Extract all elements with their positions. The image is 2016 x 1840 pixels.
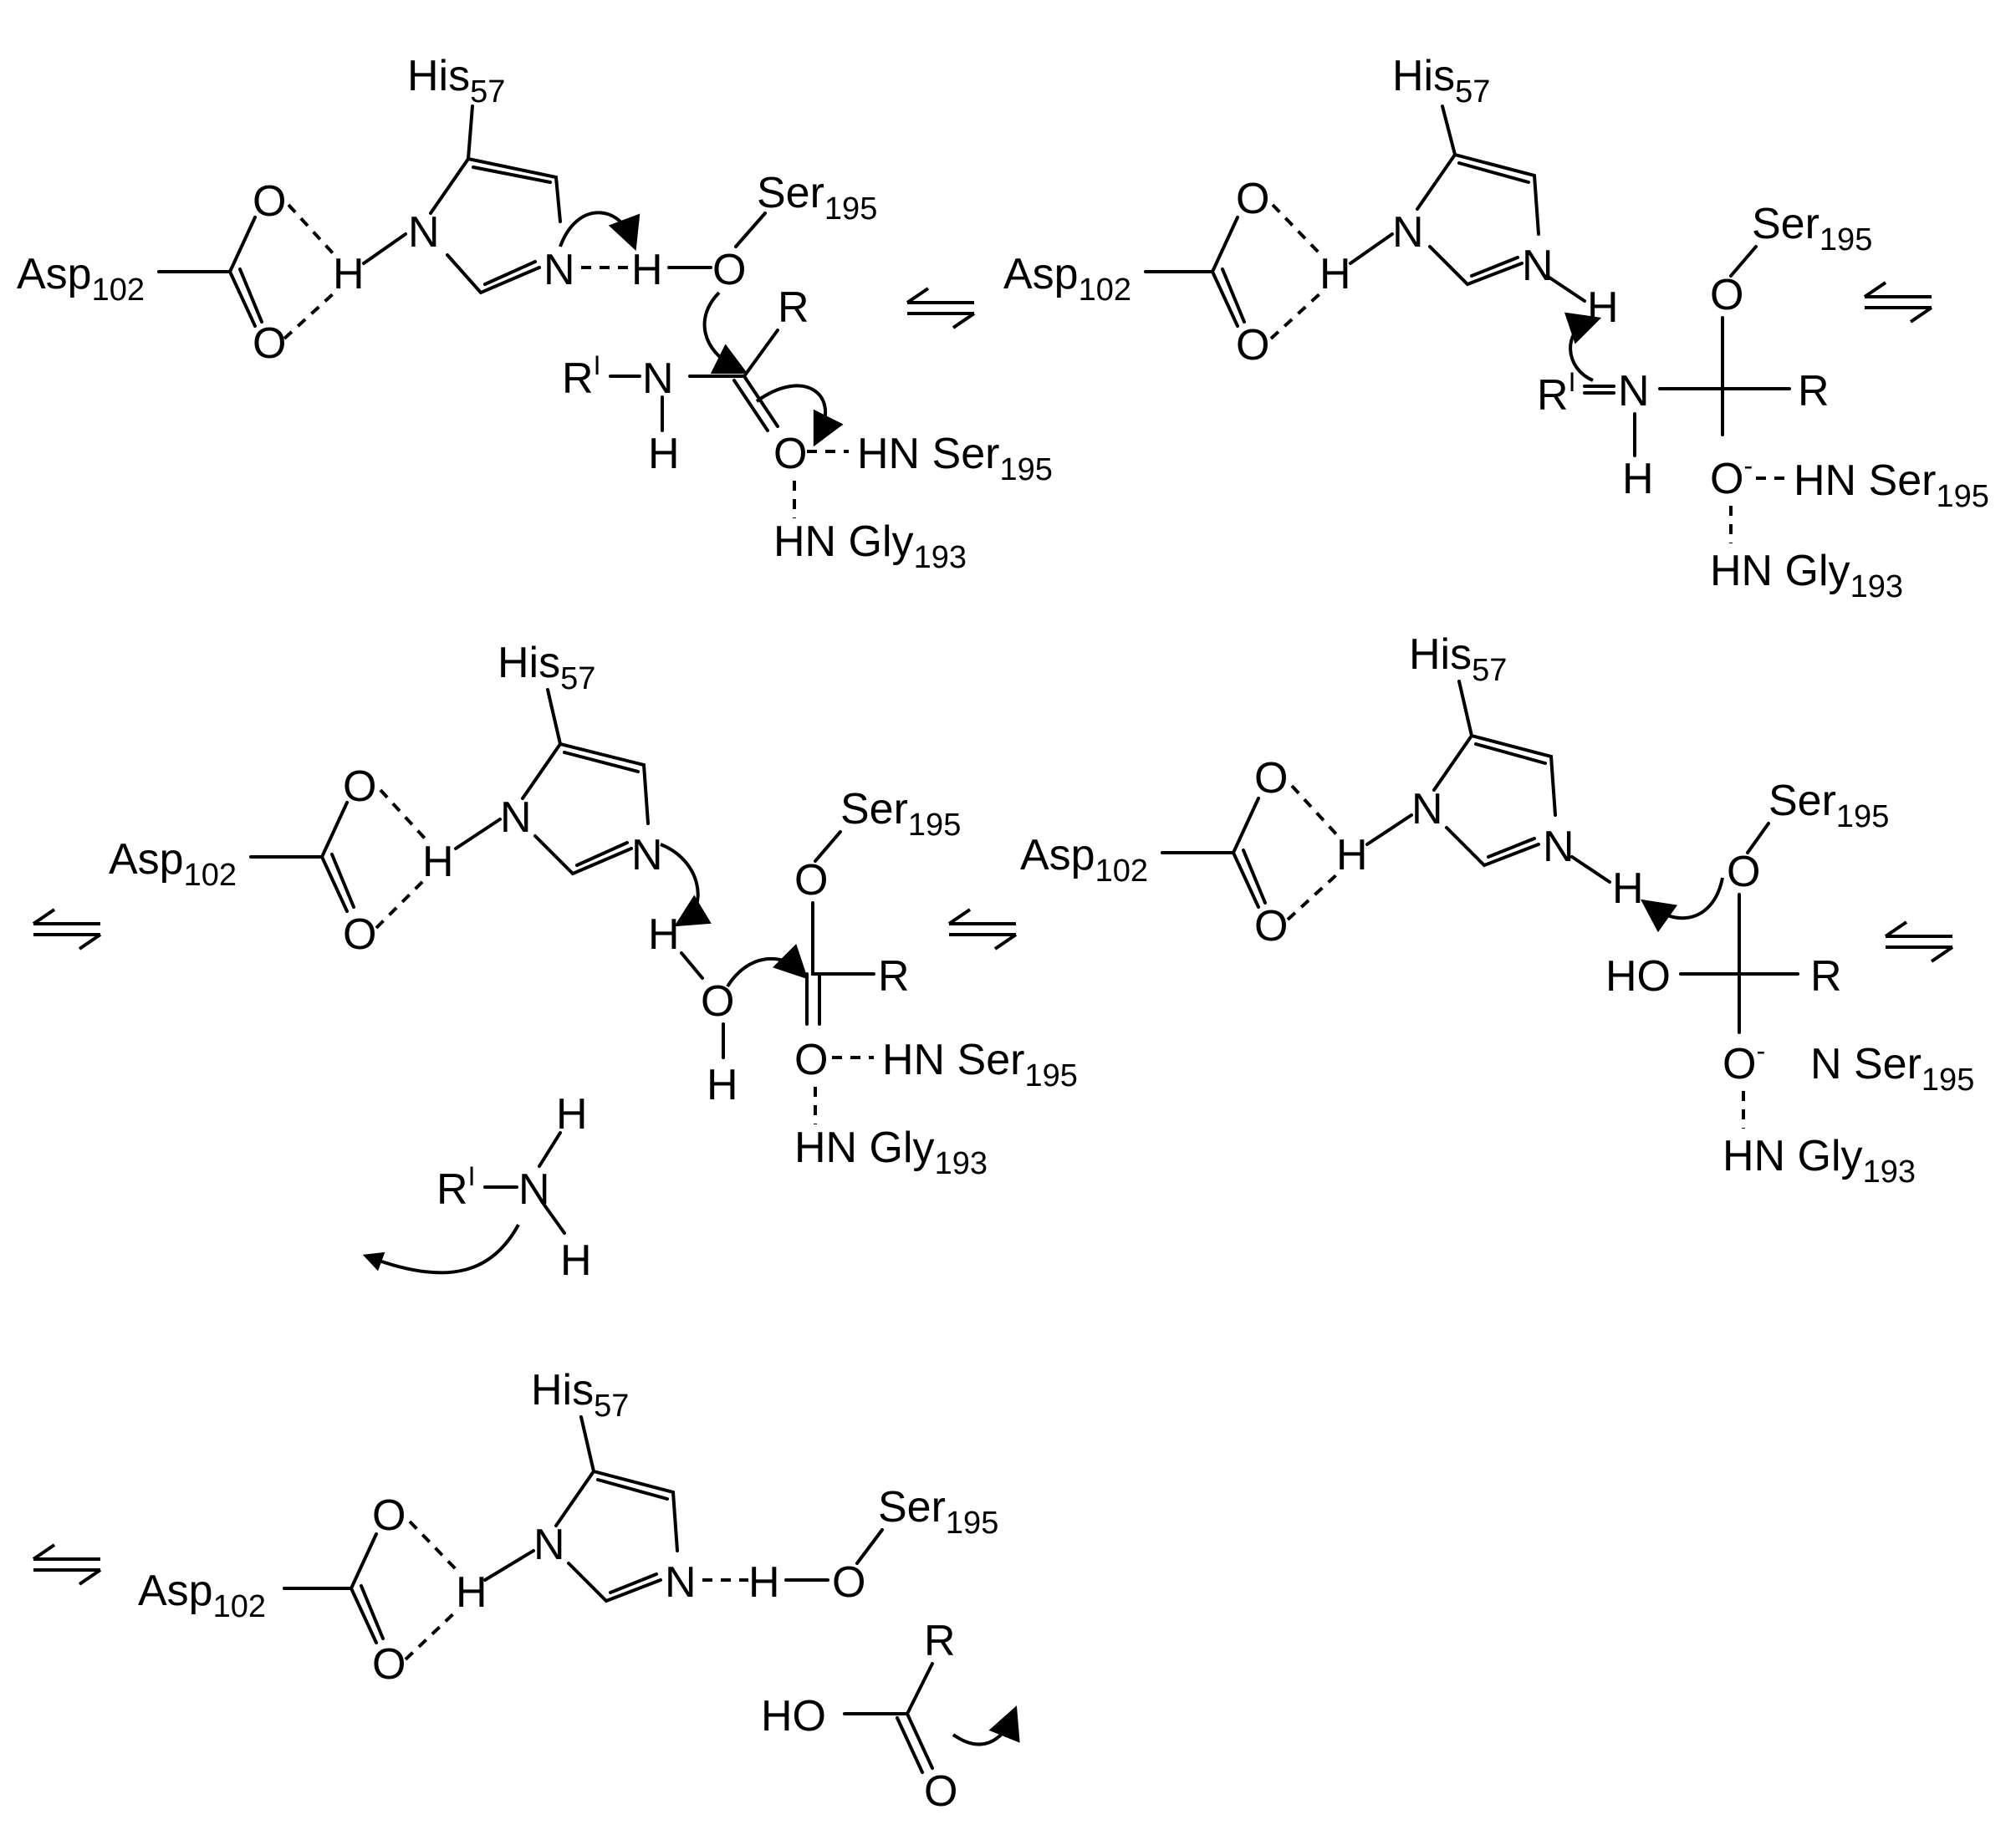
his-n3: N: [631, 831, 663, 879]
oxyanion-hn-gly: HN Gly193: [773, 517, 967, 575]
acid-carbonyl-o: O: [924, 1767, 957, 1816]
ser-og: O: [712, 246, 746, 294]
amide-n: N: [642, 354, 674, 403]
acyl-r: R: [878, 952, 910, 1001]
his57-label: His57: [1392, 52, 1490, 110]
ser195-label-top: Ser195: [878, 1483, 998, 1541]
asp-o2: O: [372, 1640, 406, 1689]
carbonyl-o: O: [794, 1036, 828, 1084]
acid-r: R: [924, 1617, 956, 1665]
his-n1: N: [533, 1521, 565, 1569]
asp102-label: Asp102: [17, 250, 145, 308]
his-n3: N: [665, 1558, 697, 1607]
amide-n: N: [1618, 367, 1650, 415]
his57-label: His57: [1409, 630, 1507, 688]
ser-h: H: [631, 246, 663, 294]
ser-og: O: [1710, 271, 1743, 319]
asp-o1: O: [343, 762, 376, 811]
asp102-label: Asp102: [138, 1567, 266, 1624]
equilibrium-arrow-3: [32, 908, 102, 951]
oxyanion-hn-gly: HN Gly193: [794, 1124, 988, 1181]
his-n1: N: [408, 208, 440, 257]
asp-h: H: [422, 838, 454, 886]
asp-o1: O: [253, 177, 286, 226]
acyl-r: R: [1798, 367, 1830, 415]
equilibrium-arrow-2: [1863, 281, 1933, 324]
equilibrium-arrow-5: [1884, 920, 1954, 963]
ser195-label-top: Ser195: [757, 169, 877, 227]
his-n3: N: [1522, 242, 1554, 290]
asp102-label: Asp102: [1020, 831, 1148, 889]
ser-og: O: [832, 1558, 865, 1607]
r-prime-amine: RI: [436, 1161, 475, 1214]
asp-o2: O: [253, 319, 286, 368]
asp-o1: O: [1236, 175, 1269, 223]
ser-og: O: [1727, 848, 1760, 896]
water-h2: H: [707, 1061, 738, 1109]
r-prime-1: RI: [562, 350, 600, 403]
asp102-label: Asp102: [1003, 250, 1131, 308]
acyl-r: R: [1810, 952, 1842, 1001]
asp-h: H: [333, 250, 365, 298]
amine-h2: H: [560, 1236, 592, 1285]
his-n1: N: [500, 793, 532, 842]
oxyanion-hn-gly: HN Gly193: [1710, 547, 1903, 604]
equilibrium-arrow-4: [947, 908, 1018, 951]
ser-og: O: [794, 856, 828, 905]
equilibrium-arrow-1: [906, 287, 976, 329]
asp-o1: O: [1254, 754, 1288, 803]
carbonyl-o: O: [773, 430, 807, 478]
oxyanion-o: O-: [1710, 451, 1753, 503]
water-h1: H: [648, 910, 680, 959]
asp-h: H: [456, 1568, 487, 1617]
equilibrium-arrow-6: [32, 1543, 102, 1586]
oxyanion-hn-ser: HN Ser195: [1794, 456, 1989, 514]
acid-hydroxyl: HO: [761, 1692, 826, 1741]
ser195-label-top: Ser195: [1752, 200, 1872, 257]
asp102-label: Asp102: [109, 835, 237, 893]
hydroxyl: HO: [1605, 952, 1671, 1001]
panel-4-second-tetrahedral-intermediate: His57 N N Asp102 O O H H Ser195 O HO R O…: [1020, 630, 1974, 1190]
asp-o1: O: [372, 1491, 406, 1540]
amine-h1: H: [556, 1090, 588, 1139]
his-n1: N: [1411, 785, 1443, 833]
his-h: H: [1587, 283, 1619, 332]
amide-h: H: [1622, 455, 1654, 503]
his57-label: His57: [407, 52, 505, 110]
oxyanion-o: O-: [1723, 1036, 1765, 1088]
panel-1-acylation-attack: His57 N N Asp102 O O H H O Ser195 R N RI…: [17, 52, 1053, 575]
his-h: H: [1612, 864, 1644, 913]
acyl-r: R: [778, 283, 809, 332]
his-n1: N: [1392, 208, 1424, 257]
his57-label: His57: [531, 1366, 629, 1424]
ser195-label-top: Ser195: [840, 785, 961, 843]
amide-h: H: [648, 430, 680, 478]
panel-5-regenerated-enzyme: His57 N N Asp102 O O H H O Ser195 R HO O: [138, 1366, 1020, 1816]
panel-2-tetrahedral-intermediate: His57 N N Asp102 O O H H Ser195 O R N RI…: [1003, 52, 1989, 604]
his57-label: His57: [498, 639, 595, 696]
r-prime-2: RI: [1537, 367, 1575, 420]
panel-3-acyl-enzyme-water-attack: His57 N N Asp102 O O H H O H Ser195 O R …: [109, 639, 1078, 1285]
asp-o2: O: [343, 910, 376, 959]
oxyanion-hn-ser: HN Ser195: [857, 430, 1053, 487]
asp-o2: O: [1236, 321, 1269, 370]
oxyanion-hn-ser: HN Ser195: [882, 1036, 1078, 1093]
asp-h: H: [1336, 831, 1368, 879]
asp-h: H: [1319, 250, 1351, 298]
his-n3: N: [544, 246, 575, 294]
oxyanion-n-ser: N Ser195: [1810, 1040, 1974, 1098]
his-n3: N: [1543, 823, 1575, 871]
ser195-label-top: Ser195: [1768, 777, 1889, 834]
oxyanion-hn-gly: HN Gly193: [1723, 1132, 1916, 1190]
asp-o2: O: [1254, 902, 1288, 951]
ser-h: H: [748, 1558, 780, 1607]
